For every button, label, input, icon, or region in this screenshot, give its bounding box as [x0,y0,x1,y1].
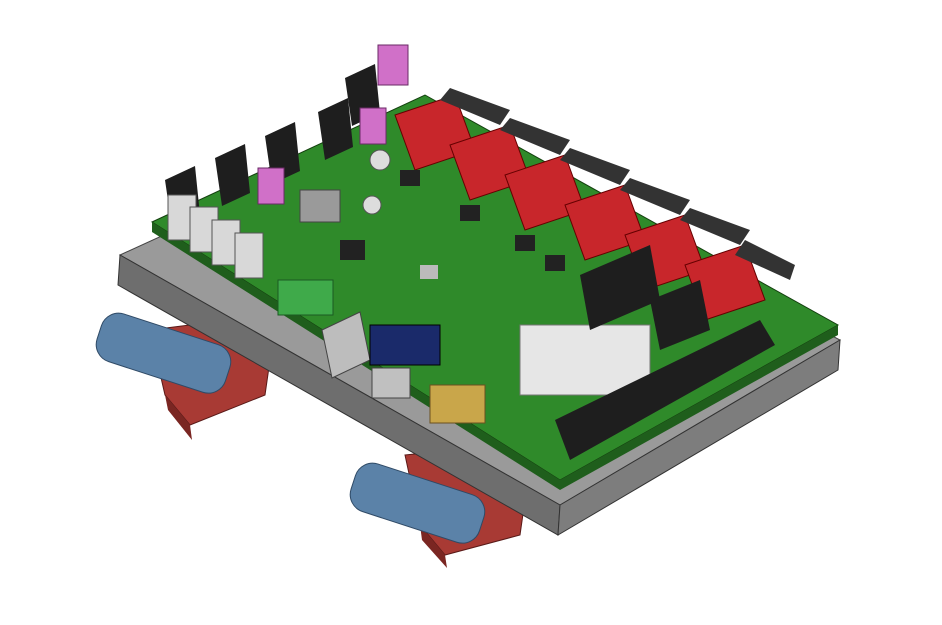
io-connectors [321,245,775,460]
fuse [257,167,285,205]
expansion-header [555,320,775,460]
fuse [359,107,387,145]
left-rubber-pad [95,312,232,394]
screw-terminals [167,194,334,316]
ic-chips [299,149,565,279]
wifi-module [369,324,441,366]
bottom-rubber-pad [349,462,486,544]
fuse [377,44,409,86]
